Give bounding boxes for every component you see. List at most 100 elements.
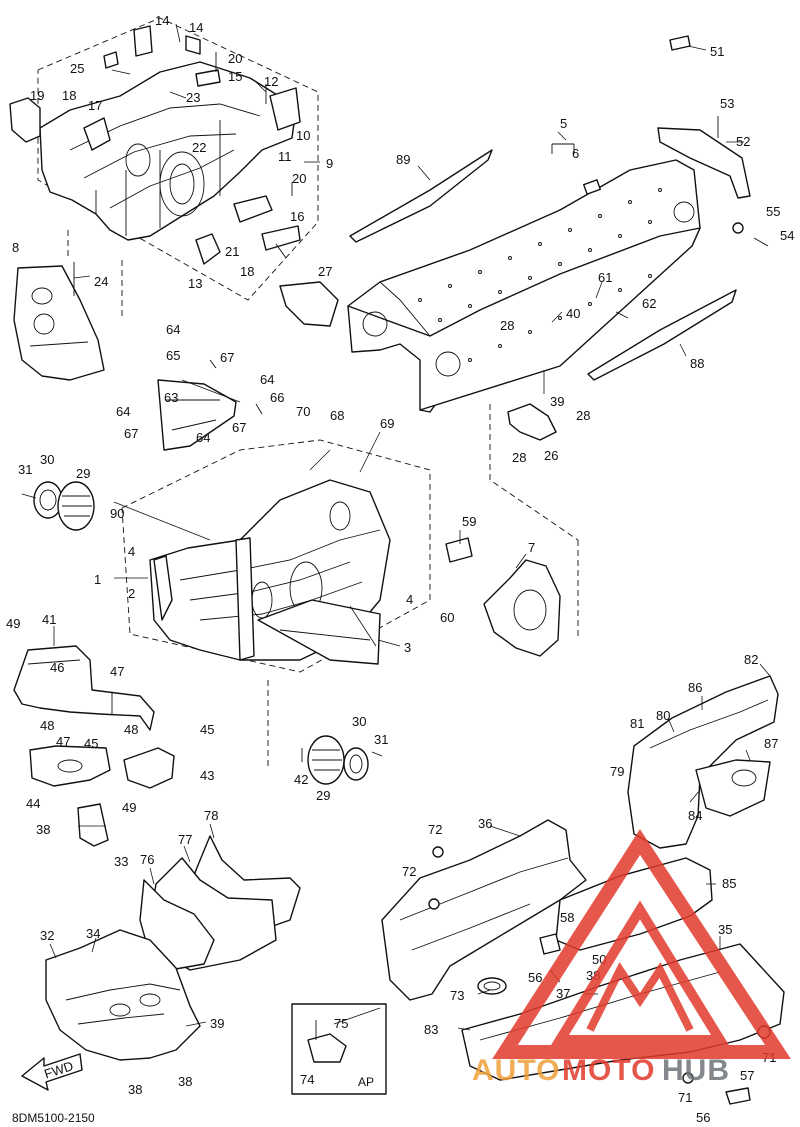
callout-66: 66 <box>270 390 284 405</box>
callout-31a: 31 <box>18 462 32 477</box>
watermark-triangle-inner <box>551 900 729 1045</box>
callout-64b: 64 <box>260 372 274 387</box>
callout-82: 82 <box>744 652 758 667</box>
callout-5: 5 <box>560 116 567 131</box>
callout-37: 37 <box>556 986 570 1001</box>
callout-3: 3 <box>404 640 411 655</box>
watermark-hub: HUB <box>662 1054 730 1087</box>
callout-65: 65 <box>166 348 180 363</box>
callout-26: 26 <box>544 448 558 463</box>
callout-12: 12 <box>264 74 278 89</box>
callout-56b: 56 <box>696 1110 710 1125</box>
callout-8: 8 <box>12 240 19 255</box>
callout-85: 85 <box>722 876 736 891</box>
callout-61: 61 <box>598 270 612 285</box>
callout-74: 74 <box>300 1072 314 1087</box>
callout-20b: 20 <box>292 171 306 186</box>
callout-46: 46 <box>50 660 64 675</box>
callout-62: 62 <box>642 296 656 311</box>
callout-89: 89 <box>396 152 410 167</box>
callout-30b: 30 <box>352 714 366 729</box>
watermark-moto: MOTO <box>562 1054 655 1087</box>
callout-24: 24 <box>94 274 108 289</box>
skid-panels-76-78 <box>139 835 301 971</box>
callout-49b: 49 <box>122 800 136 815</box>
callout-75: 75 <box>334 1016 348 1031</box>
callout-51: 51 <box>710 44 724 59</box>
callout-90: 90 <box>110 506 124 521</box>
main-frame-assembly <box>121 359 431 673</box>
callout-23: 23 <box>186 90 200 105</box>
callout-31b: 31 <box>374 732 388 747</box>
forward-direction-arrow: FWD <box>21 1053 83 1091</box>
ap-label: AP <box>358 1075 374 1089</box>
callout-79: 79 <box>610 764 624 779</box>
callout-39b: 39 <box>210 1016 224 1031</box>
automotohub-watermark: AUTO MOTO HUB <box>472 829 791 1087</box>
callout-43: 43 <box>200 768 214 783</box>
bracket-26 <box>489 370 579 541</box>
callout-22: 22 <box>192 140 206 155</box>
callout-58: 58 <box>560 910 574 925</box>
callout-72a: 72 <box>428 822 442 837</box>
callout-47b: 47 <box>56 734 70 749</box>
callout-36: 36 <box>478 816 492 831</box>
callout-labels: 14 14 25 20 15 23 12 19 18 17 10 22 11 9… <box>6 13 794 1125</box>
callout-11: 11 <box>278 149 292 164</box>
bracket-7 <box>445 537 579 657</box>
callout-35: 35 <box>718 922 732 937</box>
main-deck-plate <box>347 143 701 413</box>
watermark-auto: AUTO <box>472 1054 560 1087</box>
callout-64a: 64 <box>166 322 180 337</box>
callout-14a: 14 <box>155 13 169 28</box>
callout-48a: 48 <box>40 718 54 733</box>
callout-45a: 45 <box>84 736 98 751</box>
callout-6: 6 <box>572 146 579 161</box>
callout-53: 53 <box>720 96 734 111</box>
callout-38c: 38 <box>128 1082 142 1097</box>
bracket-27 <box>279 281 339 327</box>
callout-39a: 39 <box>550 394 564 409</box>
callout-4a: 4 <box>128 544 135 559</box>
callout-63: 63 <box>164 390 178 405</box>
callout-67c: 67 <box>124 426 138 441</box>
callout-69: 69 <box>380 416 394 431</box>
callout-59: 59 <box>462 514 476 529</box>
callout-16: 16 <box>290 209 304 224</box>
bumper-bar-41 <box>13 645 175 847</box>
callout-32: 32 <box>40 928 54 943</box>
drawing-code: 8DM5100-2150 <box>12 1111 95 1125</box>
strip-89-and-88 <box>349 149 737 381</box>
callout-83: 83 <box>424 1022 438 1037</box>
callout-28b: 28 <box>576 408 590 423</box>
callout-84: 84 <box>688 808 702 823</box>
callout-38a: 38 <box>36 822 50 837</box>
watermark-triangle-outer <box>492 829 791 1059</box>
callout-45b: 45 <box>200 722 214 737</box>
callout-44: 44 <box>26 796 40 811</box>
grommet-set-left <box>21 481 95 531</box>
callout-40: 40 <box>566 306 580 321</box>
watermark-m-mark <box>586 962 694 1032</box>
callout-18b: 18 <box>240 264 254 279</box>
callout-81: 81 <box>630 716 644 731</box>
callout-57: 57 <box>740 1068 754 1083</box>
callout-9: 9 <box>326 156 333 171</box>
rear-frame-subassembly <box>9 17 319 301</box>
callout-68: 68 <box>330 408 344 423</box>
callout-56a: 56 <box>528 970 542 985</box>
callout-80: 80 <box>656 708 670 723</box>
callout-87: 87 <box>764 736 778 751</box>
callout-10: 10 <box>296 128 310 143</box>
lower-skid-32-34 <box>45 929 201 1061</box>
ap-inset-box: AP <box>291 1003 387 1095</box>
callout-28a: 28 <box>500 318 514 333</box>
callout-52: 52 <box>736 134 750 149</box>
callout-48b: 48 <box>124 722 138 737</box>
callout-77: 77 <box>178 832 192 847</box>
callout-78: 78 <box>204 808 218 823</box>
callout-18a: 18 <box>62 88 76 103</box>
leader-lines <box>49 23 771 1031</box>
callout-64d: 64 <box>196 430 210 445</box>
